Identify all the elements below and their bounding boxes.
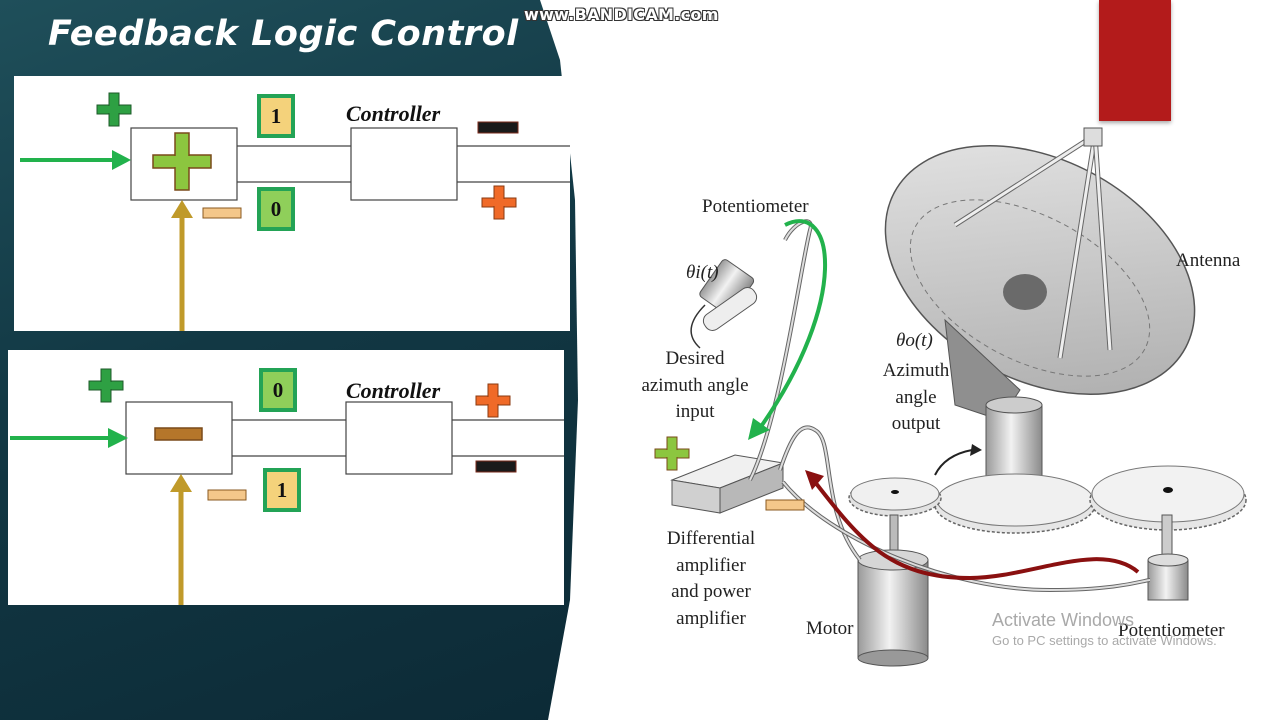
wire bbox=[779, 426, 861, 561]
reference-signal-arrow bbox=[758, 219, 827, 430]
large-gear bbox=[934, 473, 1096, 534]
minus-icon bbox=[207, 489, 247, 501]
wire bbox=[749, 220, 812, 481]
rotation-arrow-head bbox=[970, 444, 982, 456]
bit-value-box: 0 bbox=[259, 368, 297, 412]
reference-signal-arrow-head bbox=[748, 418, 770, 440]
activate-windows-subtitle: Go to PC settings to activate Windows. bbox=[992, 633, 1217, 648]
input-potentiometer bbox=[699, 259, 758, 331]
plus-icon bbox=[475, 383, 511, 418]
minus-icon bbox=[202, 207, 242, 219]
antenna-system-figure bbox=[654, 127, 1247, 667]
minus-icon bbox=[475, 460, 517, 473]
feedback-gear bbox=[1089, 465, 1247, 531]
azimuth-label-line: Azimuth bbox=[882, 360, 950, 381]
motor bbox=[857, 514, 929, 667]
controller-box bbox=[350, 127, 458, 201]
plus-icon bbox=[481, 185, 517, 220]
desired-input-label: Desired azimuth angle input bbox=[640, 346, 750, 426]
wire bbox=[748, 219, 813, 481]
plus-icon bbox=[96, 92, 132, 127]
top-diagram-panel: Controller 1 0 bbox=[14, 76, 570, 331]
azimuth-label-line: angle bbox=[895, 386, 937, 408]
bottom-diagram-panel: Controller 0 1 bbox=[8, 350, 564, 605]
rotation-arrow bbox=[934, 449, 973, 476]
top-diagram-svg bbox=[20, 92, 570, 331]
desired-label-line: input bbox=[675, 401, 715, 423]
antenna-dish bbox=[884, 127, 1196, 395]
recorder-watermark: www.BANDICAM.com bbox=[524, 5, 719, 24]
controller-box bbox=[345, 401, 453, 475]
activate-windows-notice: Activate Windows Go to PC settings to ac… bbox=[992, 610, 1217, 648]
desired-label-line: azimuth angle bbox=[641, 374, 749, 396]
plus-icon bbox=[654, 436, 690, 471]
activate-windows-title: Activate Windows bbox=[992, 610, 1135, 630]
rotation-indicator bbox=[690, 304, 706, 349]
plus-icon bbox=[88, 368, 124, 403]
input-arrow-head bbox=[112, 150, 131, 170]
desired-label-line: Desired bbox=[665, 348, 725, 369]
minus-icon bbox=[765, 499, 805, 511]
slide-title: Feedback Logic Control bbox=[48, 14, 519, 54]
feedback-signal-arrow-head bbox=[805, 470, 824, 490]
motor-label: Motor bbox=[806, 618, 854, 639]
small-gear bbox=[848, 477, 942, 517]
bit-value-box: 1 bbox=[257, 94, 295, 138]
amplifier-label-line: and power amplifier bbox=[671, 581, 751, 629]
potentiometer-label: Potentiometer bbox=[1118, 620, 1225, 641]
bit-value-box: 1 bbox=[263, 468, 301, 512]
sum-plus-icon bbox=[152, 132, 212, 191]
theta-i-label: θi(t) bbox=[686, 262, 719, 283]
potentiometer-label: Potentiometer bbox=[702, 196, 809, 217]
feedback-arrow-head bbox=[170, 474, 192, 492]
output-potentiometer bbox=[1147, 514, 1189, 601]
red-tab-decoration bbox=[1099, 0, 1171, 121]
antenna-label: Antenna bbox=[1176, 250, 1241, 271]
bit-value-box: 0 bbox=[257, 187, 295, 231]
feedback-signal-arrow bbox=[813, 480, 1140, 581]
bottom-diagram-svg bbox=[10, 368, 564, 605]
amplifier-label: Differential amplifier and power amplifi… bbox=[636, 526, 786, 632]
controller-label: Controller bbox=[346, 101, 441, 126]
input-arrow-head bbox=[108, 428, 128, 448]
controller-label: Controller bbox=[346, 378, 441, 403]
amplifier-label-line: Differential amplifier bbox=[666, 528, 756, 576]
feedback-arrow-head bbox=[171, 200, 193, 218]
sum-minus-icon bbox=[154, 427, 203, 441]
wire bbox=[782, 481, 1151, 592]
minus-icon bbox=[477, 121, 519, 134]
theta-o-label: θo(t) bbox=[896, 330, 933, 351]
azimuth-output-label: Azimuth angle output bbox=[880, 358, 952, 438]
azimuth-label-line: output bbox=[891, 413, 941, 435]
